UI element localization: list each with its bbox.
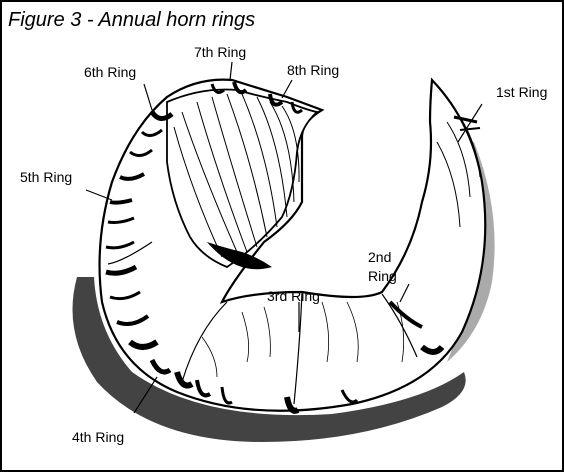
label-2nd-ring: 2nd Ring [368, 248, 414, 286]
label-5th-ring: 5th Ring [20, 167, 72, 188]
label-7th-ring: 7th Ring [194, 42, 246, 63]
label-2nd-ring-text: 2nd Ring [368, 249, 397, 284]
label-8th-ring: 8th Ring [287, 60, 339, 81]
label-6th-ring: 6th Ring [84, 62, 136, 83]
label-4th-ring: 4th Ring [72, 427, 124, 448]
label-3rd-ring: 3rd Ring [267, 286, 320, 307]
label-1st-ring: 1st Ring [496, 82, 547, 103]
